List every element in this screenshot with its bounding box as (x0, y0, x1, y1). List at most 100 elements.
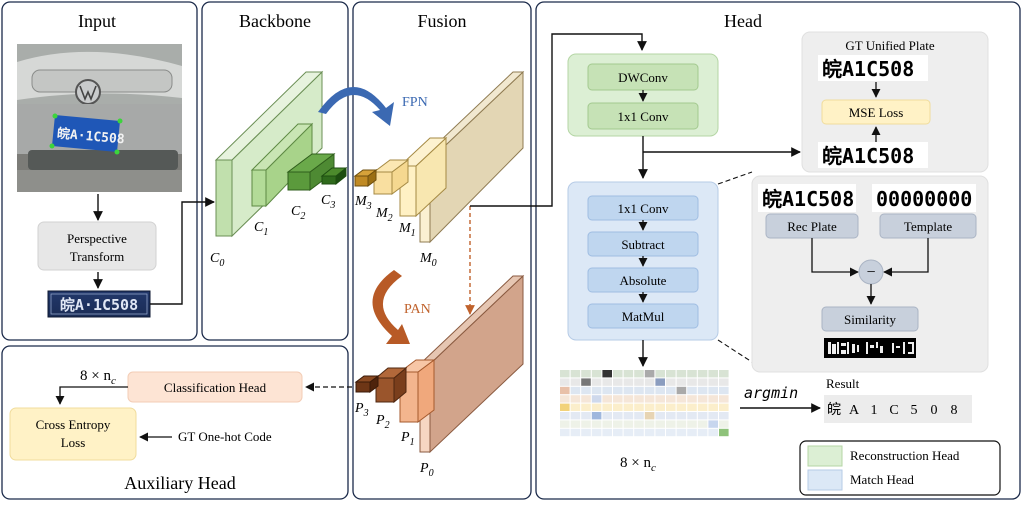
matrix-cell (623, 403, 634, 411)
legend-match-label: Match Head (850, 472, 914, 487)
matrix-cell (676, 420, 687, 428)
rec-plate-label: Rec Plate (787, 219, 837, 234)
matrix-cell (666, 412, 676, 420)
matrix-cell (687, 395, 697, 403)
recon-conv-box (587, 102, 699, 130)
matrix-cell (687, 378, 697, 386)
legend-swatch-match (807, 469, 843, 491)
dwconv-label: DWConv (618, 70, 668, 85)
fusion-p3 (354, 375, 380, 393)
matrix-cell (570, 395, 581, 403)
rectified-plate-text: 皖A·1C508 (60, 296, 138, 314)
matrix-cell (581, 386, 591, 395)
perspective-label-1: Perspective (67, 231, 127, 246)
matrix-cell (719, 420, 729, 428)
matrix-cell (719, 412, 729, 420)
label-c3: C3 (321, 193, 335, 211)
matrix-cell (602, 428, 612, 437)
fusion-m2 (372, 159, 410, 195)
matrix-cell (644, 370, 655, 378)
matrix-size-label: 8 × nc (620, 455, 656, 474)
legend-box (799, 440, 1001, 496)
gt-plate-text: 皖A1C508 (822, 57, 914, 81)
mse-loss-label: MSE Loss (849, 105, 904, 120)
matrix-cell (581, 403, 591, 411)
matrix-cell (560, 378, 570, 386)
detected-plate: 皖A·1C508 (49, 113, 125, 155)
matrix-cell (623, 370, 634, 378)
car-plate-text: 皖A·1C508 (56, 126, 125, 148)
result-char: 皖 (827, 402, 841, 418)
result-char: A (849, 403, 860, 418)
label-c2: C2 (291, 204, 305, 222)
match-conv-label: 1x1 Conv (618, 201, 669, 216)
minus-symbol: − (866, 264, 875, 281)
matrix-cell (719, 370, 729, 378)
matrix-cell (591, 378, 602, 386)
matrix-cell (687, 386, 697, 395)
fusion-m3 (353, 169, 378, 187)
matrix-cell (697, 395, 708, 403)
matrix-cell (644, 412, 655, 420)
matrix-cell (591, 403, 602, 411)
matrix-cell (602, 412, 612, 420)
matrix-cell (623, 420, 634, 428)
matrix-cell (676, 386, 687, 395)
recon-conv-label: 1x1 Conv (618, 109, 669, 124)
matrix-cell (591, 428, 602, 437)
matrix-cell (613, 370, 623, 378)
fusion-m1 (398, 136, 448, 218)
matrix-cell (644, 395, 655, 403)
matrix-cell (634, 428, 644, 437)
matrix-cell (666, 378, 676, 386)
matrix-cell (676, 378, 687, 386)
fpn-arrow (318, 86, 394, 126)
label-p0: P0 (419, 461, 434, 479)
matrix-cell (634, 370, 644, 378)
matrix-cell (719, 395, 729, 403)
backbone-title: Backbone (239, 11, 311, 31)
matrix-cell (697, 370, 708, 378)
matrix-cell (676, 395, 687, 403)
matrix-cell (644, 378, 655, 386)
matrix-cell (655, 428, 665, 437)
matrix-cell (708, 428, 718, 437)
matrix-cell (591, 420, 602, 428)
matrix-cell (560, 412, 570, 420)
gt-onehot-label: GT One-hot Code (178, 429, 272, 444)
matrix-cell (719, 378, 729, 386)
matrix-cell (708, 412, 718, 420)
gt-plate-title: GT Unified Plate (845, 38, 935, 53)
matrix-cell (560, 395, 570, 403)
matrix-cell (602, 420, 612, 428)
matrix-cell (581, 428, 591, 437)
label-p2: P2 (375, 413, 390, 431)
matrix-cell (708, 370, 718, 378)
matrix-cell (570, 412, 581, 420)
matrix-cell (570, 378, 581, 386)
matrix-cell (655, 370, 665, 378)
matrix-cell (602, 403, 612, 411)
matrix-cell (613, 403, 623, 411)
template-label: Template (904, 219, 952, 234)
matrix-cell (591, 386, 602, 395)
head-title: Head (724, 11, 762, 31)
input-title: Input (78, 11, 116, 31)
matrix-cell (655, 403, 665, 411)
result-char: 5 (911, 403, 918, 418)
label-p1: P1 (400, 430, 415, 448)
result-box (824, 395, 972, 423)
matrix-cell (655, 378, 665, 386)
matrix-cell (570, 370, 581, 378)
fusion-p2 (374, 366, 408, 404)
pan-arrow (372, 270, 410, 344)
matrix-cell (697, 386, 708, 395)
car-photo (17, 44, 182, 192)
matrix-cell (697, 403, 708, 411)
matrix-cell (676, 403, 687, 411)
label-c1: C1 (254, 220, 268, 238)
matrix-cell (708, 395, 718, 403)
matmul-label: MatMul (622, 309, 665, 324)
